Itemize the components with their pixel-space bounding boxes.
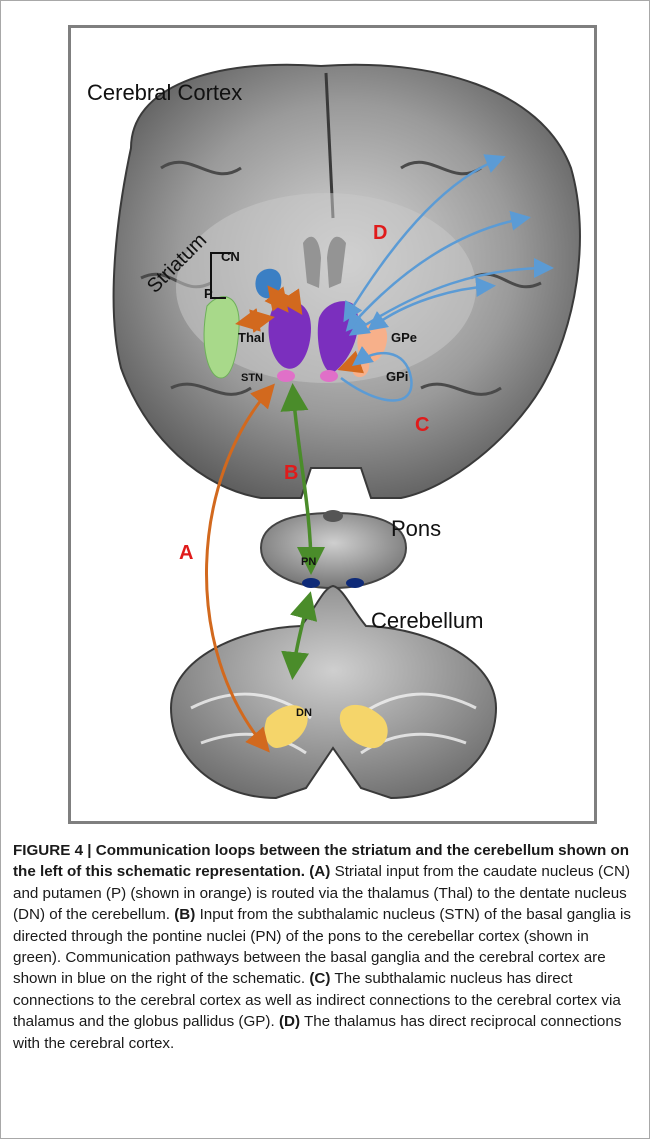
pathway-c-label: C — [415, 414, 429, 436]
cerebrum-coronal-section — [114, 65, 580, 498]
pn-label: PN — [301, 556, 316, 568]
cerebellum-label: Cerebellum — [371, 608, 484, 633]
cn-label: CN — [221, 249, 240, 264]
pathway-d-label: D — [373, 222, 387, 244]
pathway-a-label: A — [179, 542, 193, 564]
gpi-label: GPi — [386, 369, 408, 384]
pontine-nucleus-right — [346, 578, 364, 588]
brain-schematic: Cerebral Cortex Striatum CN P Thal STN G… — [71, 28, 594, 821]
caption-tag-a: (A) — [309, 863, 330, 880]
pathway-b-label: B — [284, 462, 298, 484]
dn-label: DN — [296, 707, 312, 719]
caption-tag-c: (C) — [309, 970, 330, 987]
thal-label: Thal — [238, 330, 265, 345]
figure-image-frame: Cerebral Cortex Striatum CN P Thal STN G… — [68, 25, 597, 824]
figure-caption: FIGURE 4 | Communication loops between t… — [13, 840, 639, 1054]
stn-label: STN — [241, 372, 263, 384]
stn-left-region — [277, 370, 295, 382]
caption-tag-d: (D) — [279, 1013, 300, 1030]
cerebral-cortex-label: Cerebral Cortex — [87, 80, 242, 105]
p-label: P — [204, 286, 213, 301]
gpe-label: GPe — [391, 330, 417, 345]
pons-label: Pons — [391, 516, 441, 541]
caption-tag-b: (B) — [174, 906, 195, 923]
stn-right-region — [320, 370, 338, 382]
pons-section — [261, 510, 406, 588]
pontine-nucleus-left — [302, 578, 320, 588]
